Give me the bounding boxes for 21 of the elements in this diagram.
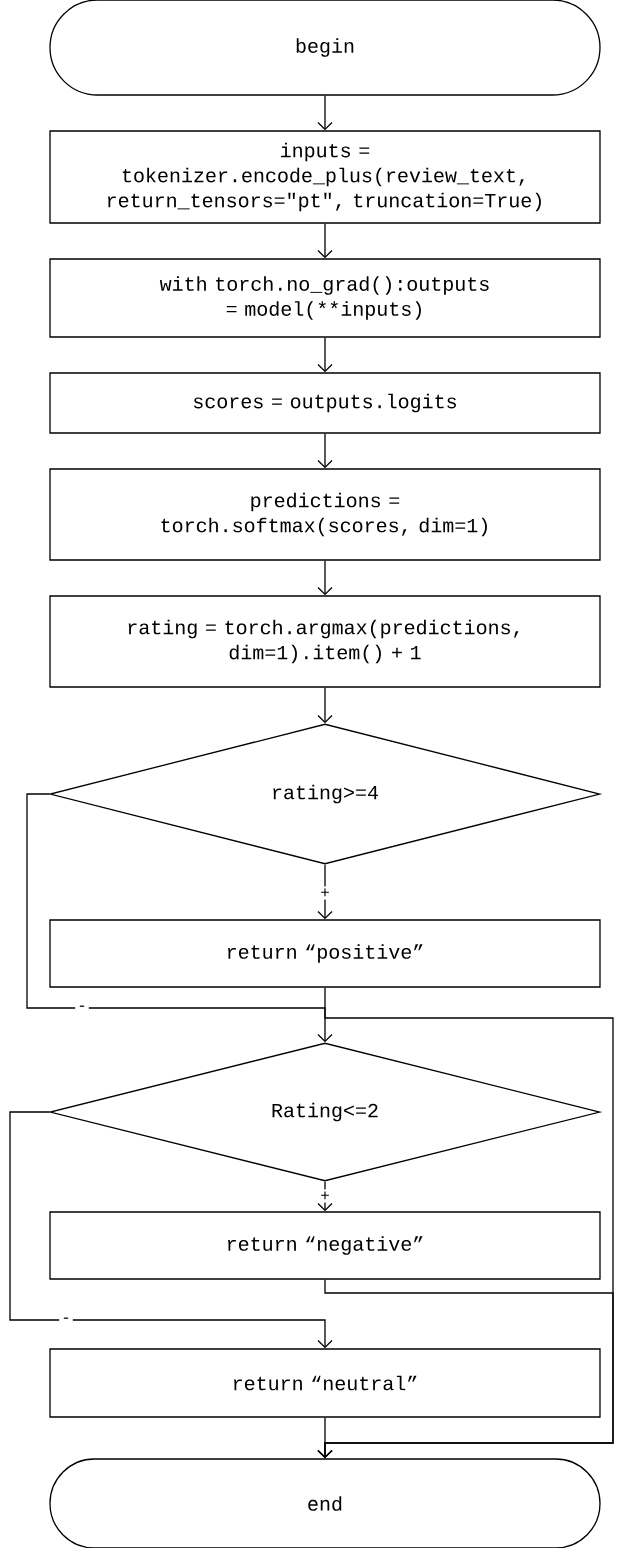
process-box: return “positive” bbox=[49, 919, 601, 988]
process-box: return “neutral” bbox=[49, 1348, 601, 1418]
process-box: scores = outputs.logits bbox=[49, 372, 601, 434]
arrow bbox=[9, 1111, 333, 1349]
arrow bbox=[317, 95, 333, 131]
arrow bbox=[26, 793, 333, 1043]
edge-label: - bbox=[59, 1315, 73, 1325]
process-box: predictions = torch.softmax(scores, dim=1) bbox=[49, 468, 601, 561]
arrow bbox=[317, 223, 333, 259]
edge-label: - bbox=[75, 1003, 89, 1013]
arrow bbox=[317, 687, 333, 724]
arrow bbox=[317, 433, 333, 469]
arrow bbox=[317, 560, 333, 596]
arrow bbox=[317, 1417, 333, 1459]
edge-label: + bbox=[318, 1189, 332, 1203]
process-box: inputs = tokenizer.encode_plus(review_text, return_tensors="pt", truncation=True) bbox=[49, 130, 601, 224]
edge-label: + bbox=[318, 886, 332, 900]
process-box: rating = torch.argmax(predictions, dim=1).item() + 1 bbox=[49, 595, 601, 688]
arrow bbox=[317, 337, 333, 373]
process-box: return “negative” bbox=[49, 1211, 601, 1280]
process-box: with torch.no_grad():outputs = model(**inputs) bbox=[49, 258, 601, 338]
